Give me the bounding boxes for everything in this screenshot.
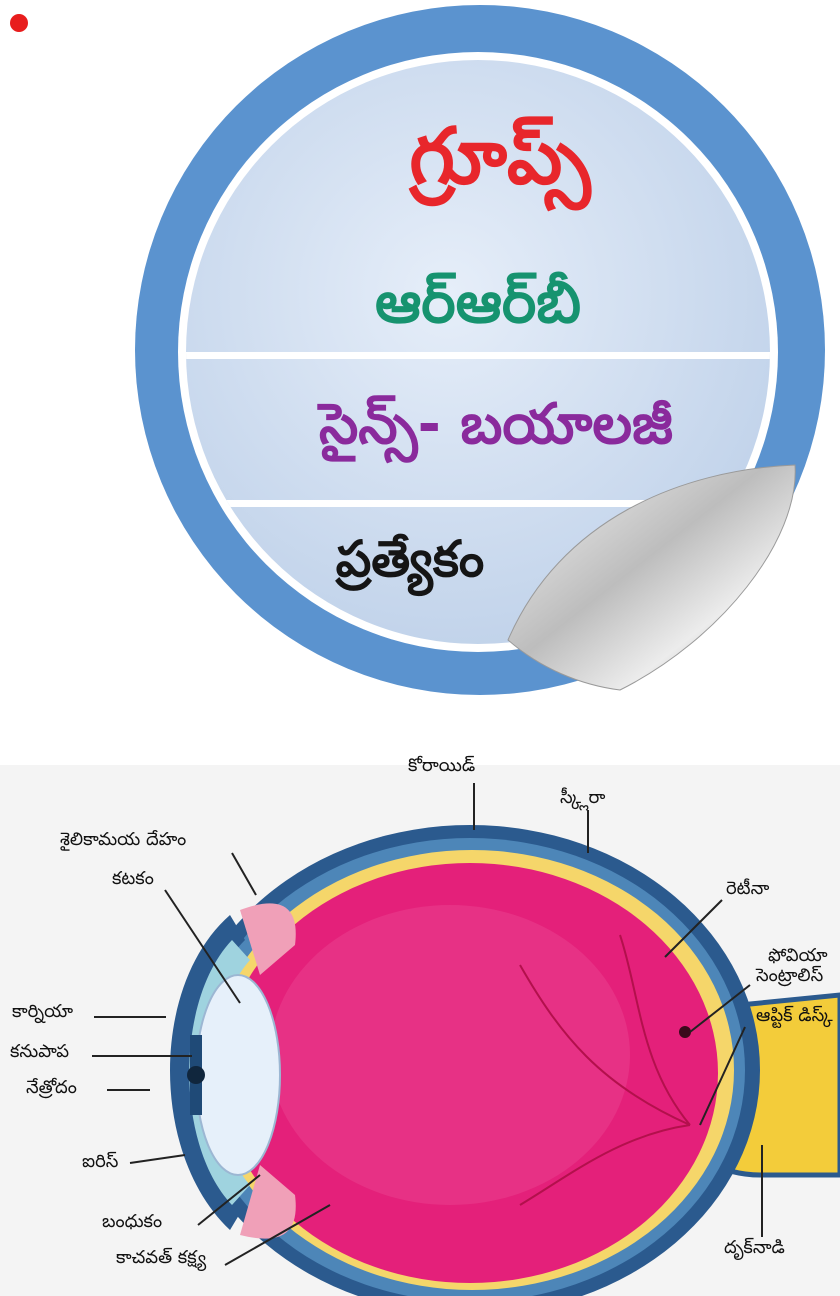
- label-vitreous: కాచవత్ కక్ష్య: [116, 1247, 206, 1272]
- label-pupil: కనుపాప: [10, 1041, 69, 1066]
- label-cornea: కార్నియా: [12, 1001, 73, 1026]
- label-lens: కటకం: [112, 868, 154, 893]
- label-iris: ఐరిస్: [82, 1151, 118, 1176]
- label-optic-disc: ఆప్టిక్ డిస్క్: [756, 1005, 833, 1030]
- label-centralis: సెంట్రాలిస్: [756, 965, 823, 990]
- label-optic-nerve: దృక్‌నాడి: [724, 1237, 785, 1262]
- topic-science-biology: సైన్స్- బయాలజీ: [76, 392, 840, 471]
- eye-diagram: కోరాయిడ్ స్క్లీరా శైలికామయ దేహం కటకం రెట…: [0, 735, 840, 1296]
- label-suspensory: బంధుకం: [102, 1211, 162, 1236]
- label-retina: రెటీనా: [726, 878, 769, 903]
- sticker-badge: గ్రూప్స్ ఆర్‌ఆర్‌బీ సైన్స్- బయాలజీ ప్రత్…: [0, 0, 840, 700]
- label-sclera: స్క్లీరా: [560, 787, 605, 812]
- subtitle-rrb: ఆర్‌ఆర్‌బీ: [58, 268, 840, 351]
- tag-special: ప్రత్యేకం: [0, 530, 830, 601]
- label-ciliary-body: శైలికామయ దేహం: [60, 829, 186, 854]
- label-aqueous: నేత్రోదం: [26, 1077, 77, 1102]
- label-choroid: కోరాయిడ్: [408, 755, 475, 780]
- title-groups: గ్రూప్స్: [80, 112, 840, 221]
